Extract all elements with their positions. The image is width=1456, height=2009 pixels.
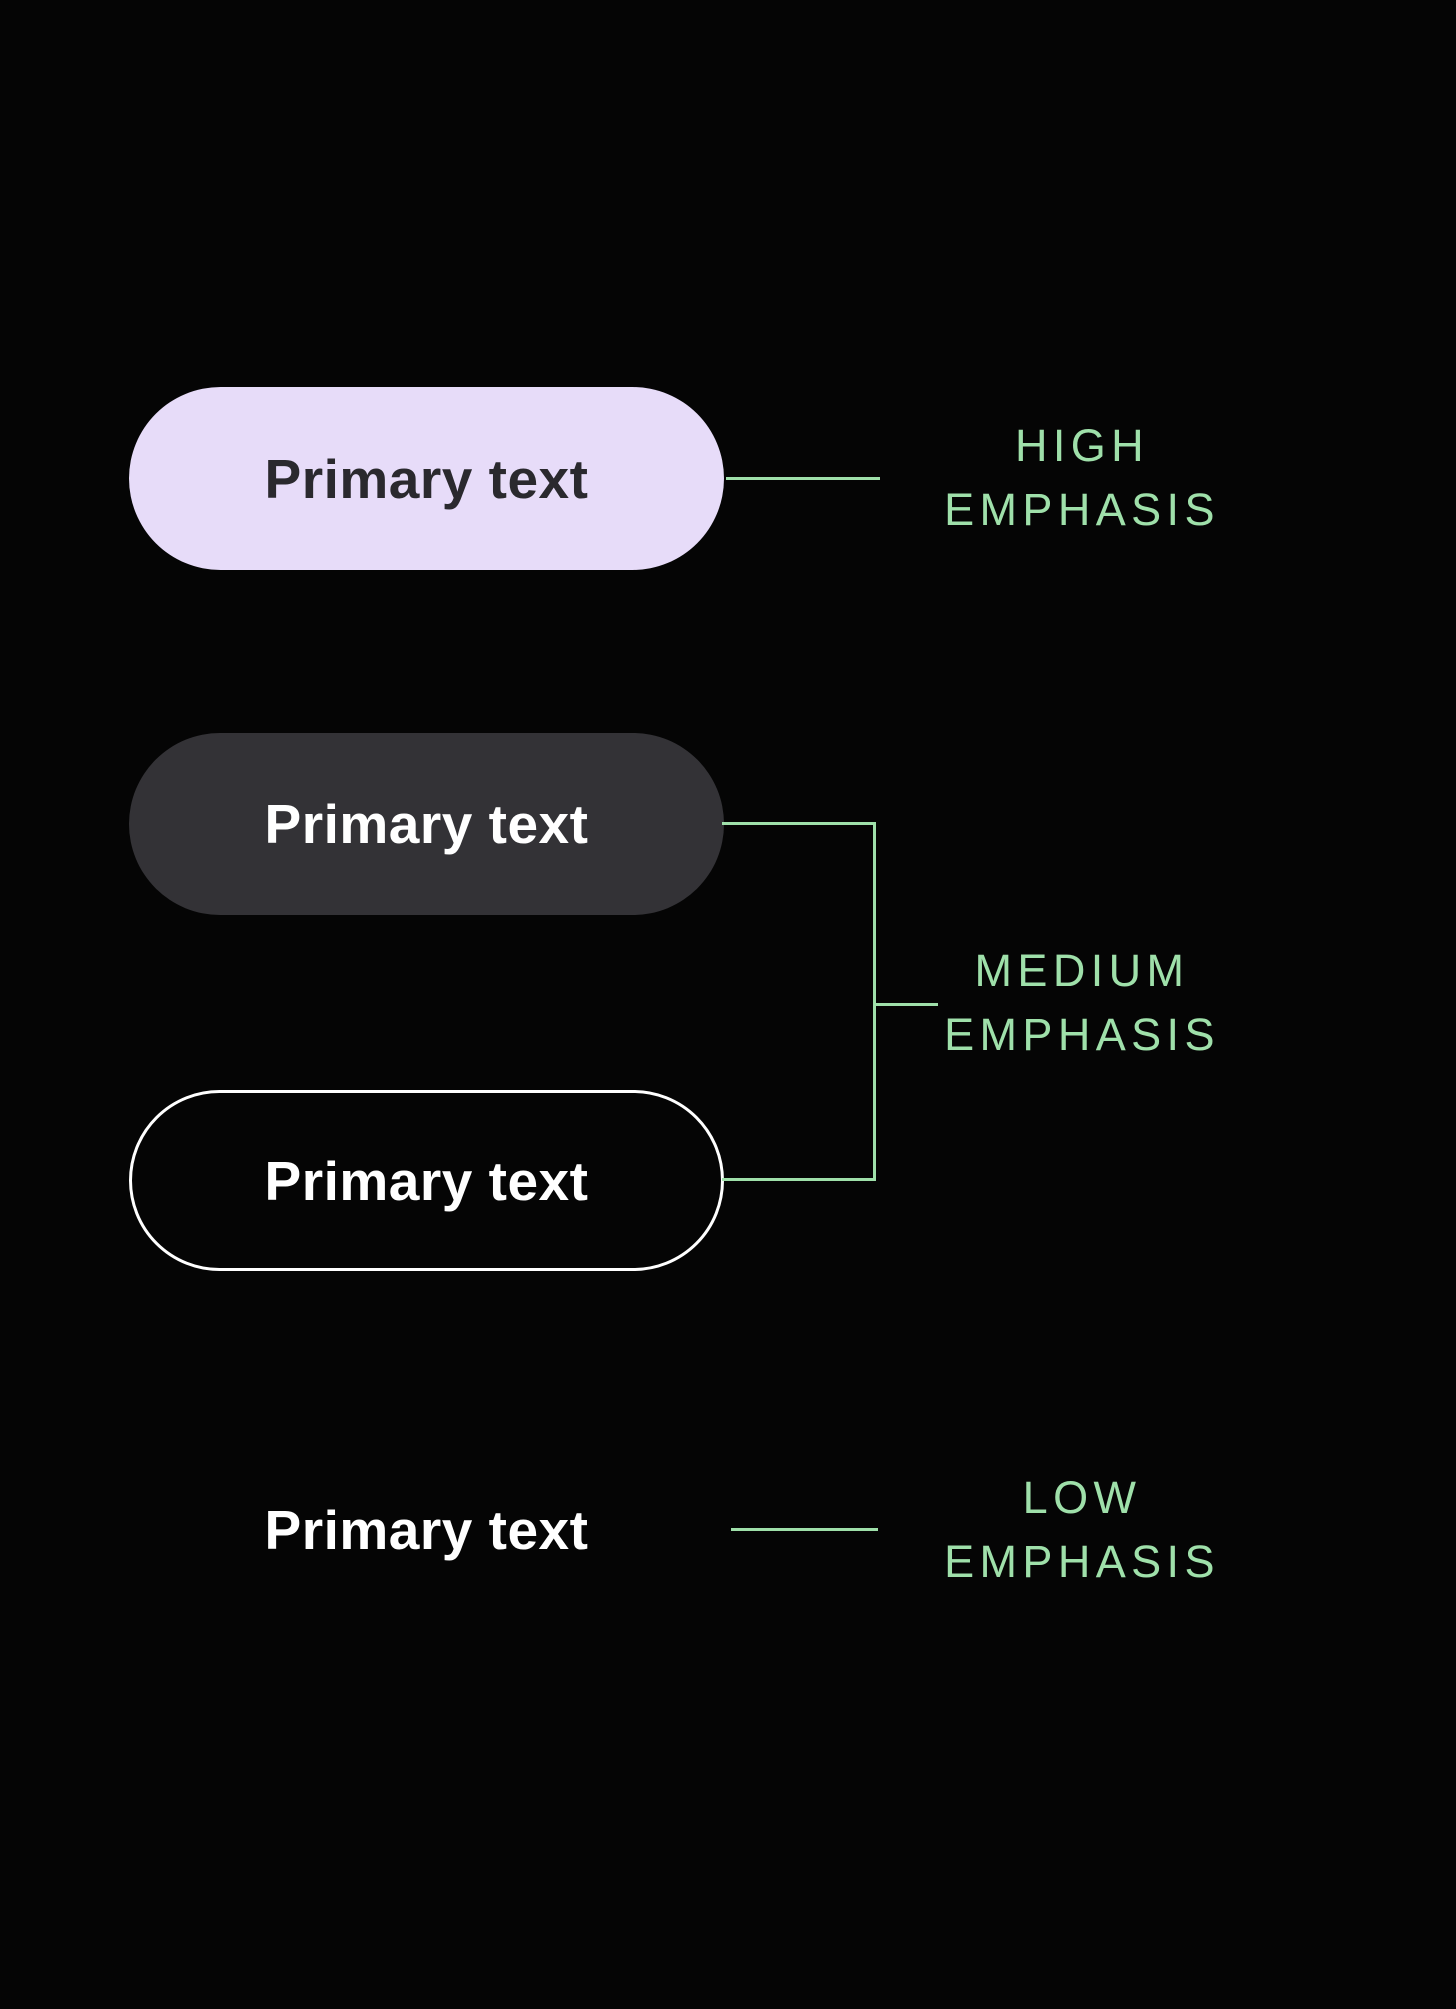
filled-button[interactable]: Primary text [129,387,724,570]
outlined-button-label: Primary text [264,1149,589,1212]
outlined-button[interactable]: Primary text [129,1090,724,1271]
tonal-button[interactable]: Primary text [129,733,724,915]
medium-emphasis-label: MEDIUM EMPHASIS [782,939,1382,1067]
medium-emphasis-bracket-bottom-line [722,1178,876,1181]
medium-emphasis-bracket-top-line [722,822,876,825]
high-emphasis-label: HIGH EMPHASIS [782,414,1382,542]
text-button-label: Primary text [264,1499,589,1561]
high-emphasis-label-line1: HIGH [1014,420,1150,471]
tonal-button-label: Primary text [264,793,589,855]
medium-emphasis-bracket-stub-line [876,1003,938,1006]
high-emphasis-connector-line [726,477,880,480]
medium-emphasis-bracket-vertical-line [873,822,876,1181]
low-emphasis-label: LOW EMPHASIS [782,1466,1382,1594]
high-emphasis-label-line2: EMPHASIS [944,484,1220,535]
medium-emphasis-label-line1: MEDIUM [974,945,1190,996]
low-emphasis-label-line1: LOW [1022,1472,1142,1523]
filled-button-label: Primary text [264,447,589,510]
low-emphasis-connector-line [731,1528,878,1531]
text-button[interactable]: Primary text [129,1438,724,1622]
medium-emphasis-label-line2: EMPHASIS [944,1009,1220,1060]
low-emphasis-label-line2: EMPHASIS [944,1536,1220,1587]
